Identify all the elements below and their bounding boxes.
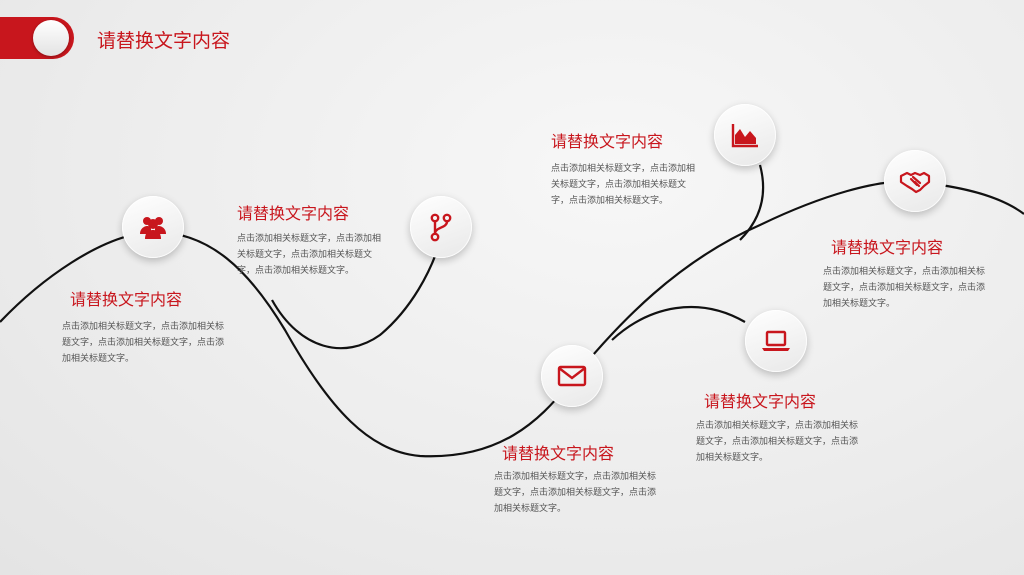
item-3-title: 请替换文字内容	[502, 446, 615, 463]
page-title: 请替换文字内容	[97, 31, 231, 52]
item-1-title: 请替换文字内容	[70, 292, 183, 309]
item-3-desc: 点击添加相关标题文字，点击添加相关标题文字，点击添加相关标题文字，点击添加相关标…	[494, 471, 657, 513]
item-2-desc: 点击添加相关标题文字，点击添加相关标题文字，点击添加相关标题文字，点击添加相关标…	[237, 233, 382, 275]
item-2-title: 请替换文字内容	[237, 206, 350, 223]
item-1-desc: 点击添加相关标题文字，点击添加相关标题文字，点击添加相关标题文字，点击添加相关标…	[62, 321, 225, 363]
item-5-title: 请替换文字内容	[704, 394, 817, 411]
laptop-icon	[762, 330, 790, 351]
branch-icon	[430, 213, 452, 242]
branch-curve-1	[271, 234, 444, 350]
laptop-icon-circle	[745, 310, 807, 372]
branch-curve-2	[739, 164, 765, 241]
header-knob-icon	[33, 20, 69, 56]
item-6-desc: 点击添加相关标题文字，点击添加相关标题文字，点击添加相关标题文字，点击添加相关标…	[823, 266, 986, 308]
users-icon-circle	[122, 196, 184, 258]
area-chart-icon-circle	[714, 104, 776, 166]
area-chart-icon	[731, 124, 758, 148]
item-4-desc: 点击添加相关标题文字，点击添加相关标题文字，点击添加相关标题文字，点击添加相关标…	[551, 163, 696, 205]
handshake-icon	[899, 171, 931, 194]
branch-curve-3	[611, 305, 746, 341]
item-5-desc: 点击添加相关标题文字，点击添加相关标题文字，点击添加相关标题文字，点击添加相关标…	[696, 420, 859, 462]
mail-icon-circle	[541, 345, 603, 407]
users-icon	[140, 217, 166, 239]
item-6-title: 请替换文字内容	[831, 240, 944, 257]
handshake-icon-circle	[884, 150, 946, 212]
branch-icon-circle	[410, 196, 472, 258]
mail-icon	[557, 365, 587, 387]
item-4-title: 请替换文字内容	[551, 134, 664, 151]
